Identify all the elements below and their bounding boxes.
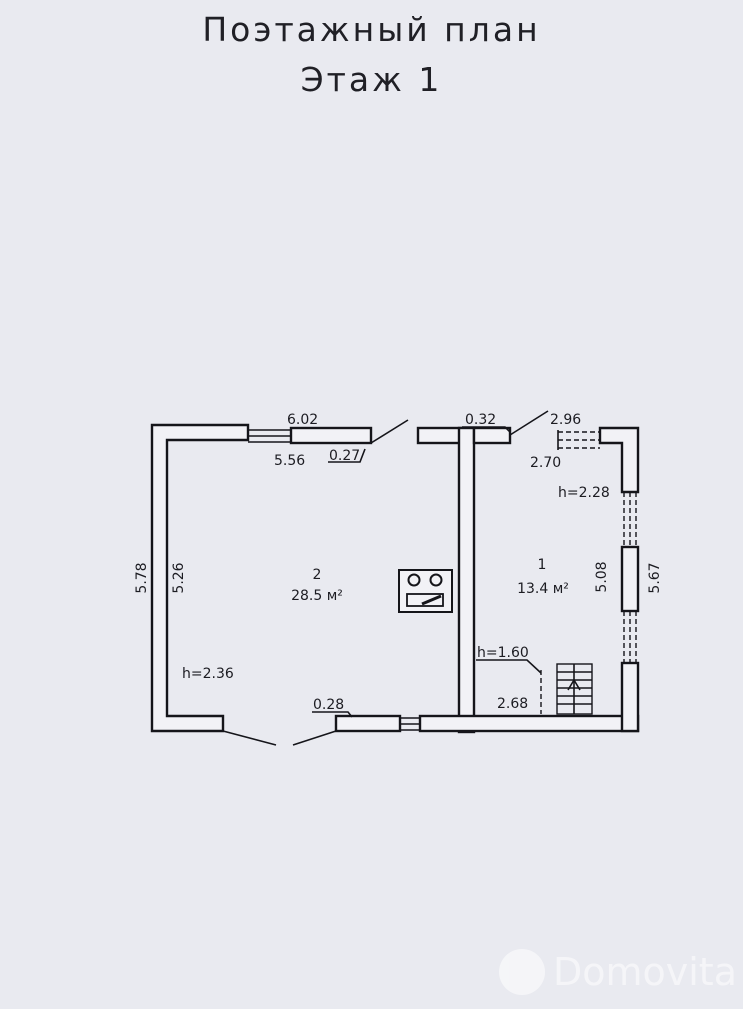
- dim-270: 2.70: [530, 455, 561, 471]
- domovita-logo-icon: [498, 949, 545, 995]
- door-bottom-right-swing: [292, 730, 337, 746]
- dim-578: 5.78: [134, 562, 150, 593]
- d032-leader-line: [462, 426, 511, 433]
- room-1-height: h=2.28: [558, 485, 610, 501]
- room-1-right-wall-lower: [620, 661, 640, 733]
- window-right-upper: [623, 492, 637, 547]
- window-right-lower: [623, 611, 637, 663]
- stairs-icon: [540, 663, 593, 715]
- room-1-right-wall-middle: [620, 545, 640, 613]
- dim-526: 5.26: [171, 562, 187, 593]
- room-1-top-wall-segment: [472, 426, 512, 445]
- dim-508: 5.08: [594, 561, 610, 592]
- watermark-text: Domovita: [552, 950, 737, 994]
- dim-567: 5.67: [647, 562, 663, 593]
- dim-h160: h=1.60: [477, 645, 529, 661]
- room-2-top-wall-segment: [289, 426, 373, 445]
- window-bottom: [400, 717, 420, 731]
- d028-leader-line: [312, 711, 353, 718]
- room-1-number: 1: [538, 557, 547, 573]
- door-top-swing: [370, 419, 409, 444]
- dim-027: 0.27: [329, 448, 360, 464]
- stove-icon: [398, 569, 453, 613]
- door-top-room-1-swing: [509, 410, 549, 436]
- room-2-bottom-wall-segment: [334, 714, 402, 733]
- room-1-area: 13.4 м²: [517, 581, 569, 597]
- dim-556: 5.56: [274, 453, 305, 469]
- window-top-room-2: [248, 429, 291, 443]
- dim-602: 6.02: [287, 412, 318, 428]
- room-1-top-right-wall: [598, 426, 640, 494]
- room-2-number: 2: [313, 567, 322, 583]
- dim-028: 0.28: [313, 697, 344, 713]
- bottom-wall-right: [418, 714, 640, 733]
- plan-title: Поэтажный план: [202, 10, 541, 49]
- h160-leader-line: [476, 659, 542, 674]
- window-top-room-1: [557, 430, 600, 450]
- partition-wall: [457, 426, 476, 734]
- dim-032: 0.32: [465, 412, 496, 428]
- watermark: Domovita: [498, 947, 737, 997]
- floor-label: Этаж 1: [300, 60, 443, 99]
- room-2-top-right-wall: [416, 426, 465, 445]
- d027-leader-line: [328, 448, 366, 463]
- dim-268: 2.68: [497, 696, 528, 712]
- room-2-area: 28.5 м²: [291, 588, 343, 604]
- room-2-left-wall: [150, 423, 250, 733]
- dim-296: 2.96: [550, 412, 581, 428]
- door-bottom-left-swing: [222, 730, 277, 746]
- room-2-height: h=2.36: [182, 666, 234, 682]
